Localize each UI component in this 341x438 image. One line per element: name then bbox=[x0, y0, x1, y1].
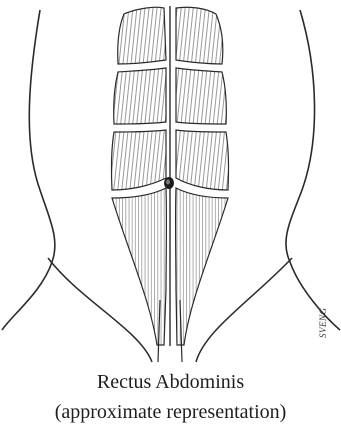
right-lower-fan bbox=[176, 188, 228, 345]
left-rectus-column bbox=[111, 7, 166, 345]
right-rectus-column bbox=[176, 7, 229, 345]
navel-icon bbox=[164, 177, 174, 189]
caption-subtitle: (approximate representation) bbox=[0, 400, 341, 424]
right-groin-line bbox=[196, 258, 292, 362]
artist-signature: SVENG bbox=[318, 302, 330, 338]
caption-title: Rectus Abdominis bbox=[0, 370, 341, 394]
left-segment-3 bbox=[111, 130, 166, 190]
left-torso-contour bbox=[2, 10, 55, 330]
left-segment-1 bbox=[118, 7, 166, 64]
right-segment-3 bbox=[176, 130, 229, 190]
right-segment-2 bbox=[176, 68, 226, 124]
left-groin-line bbox=[48, 258, 152, 362]
left-lower-fan bbox=[112, 188, 166, 345]
right-segment-1 bbox=[176, 7, 223, 64]
right-torso-contour bbox=[286, 10, 340, 330]
left-segment-2 bbox=[114, 68, 166, 124]
